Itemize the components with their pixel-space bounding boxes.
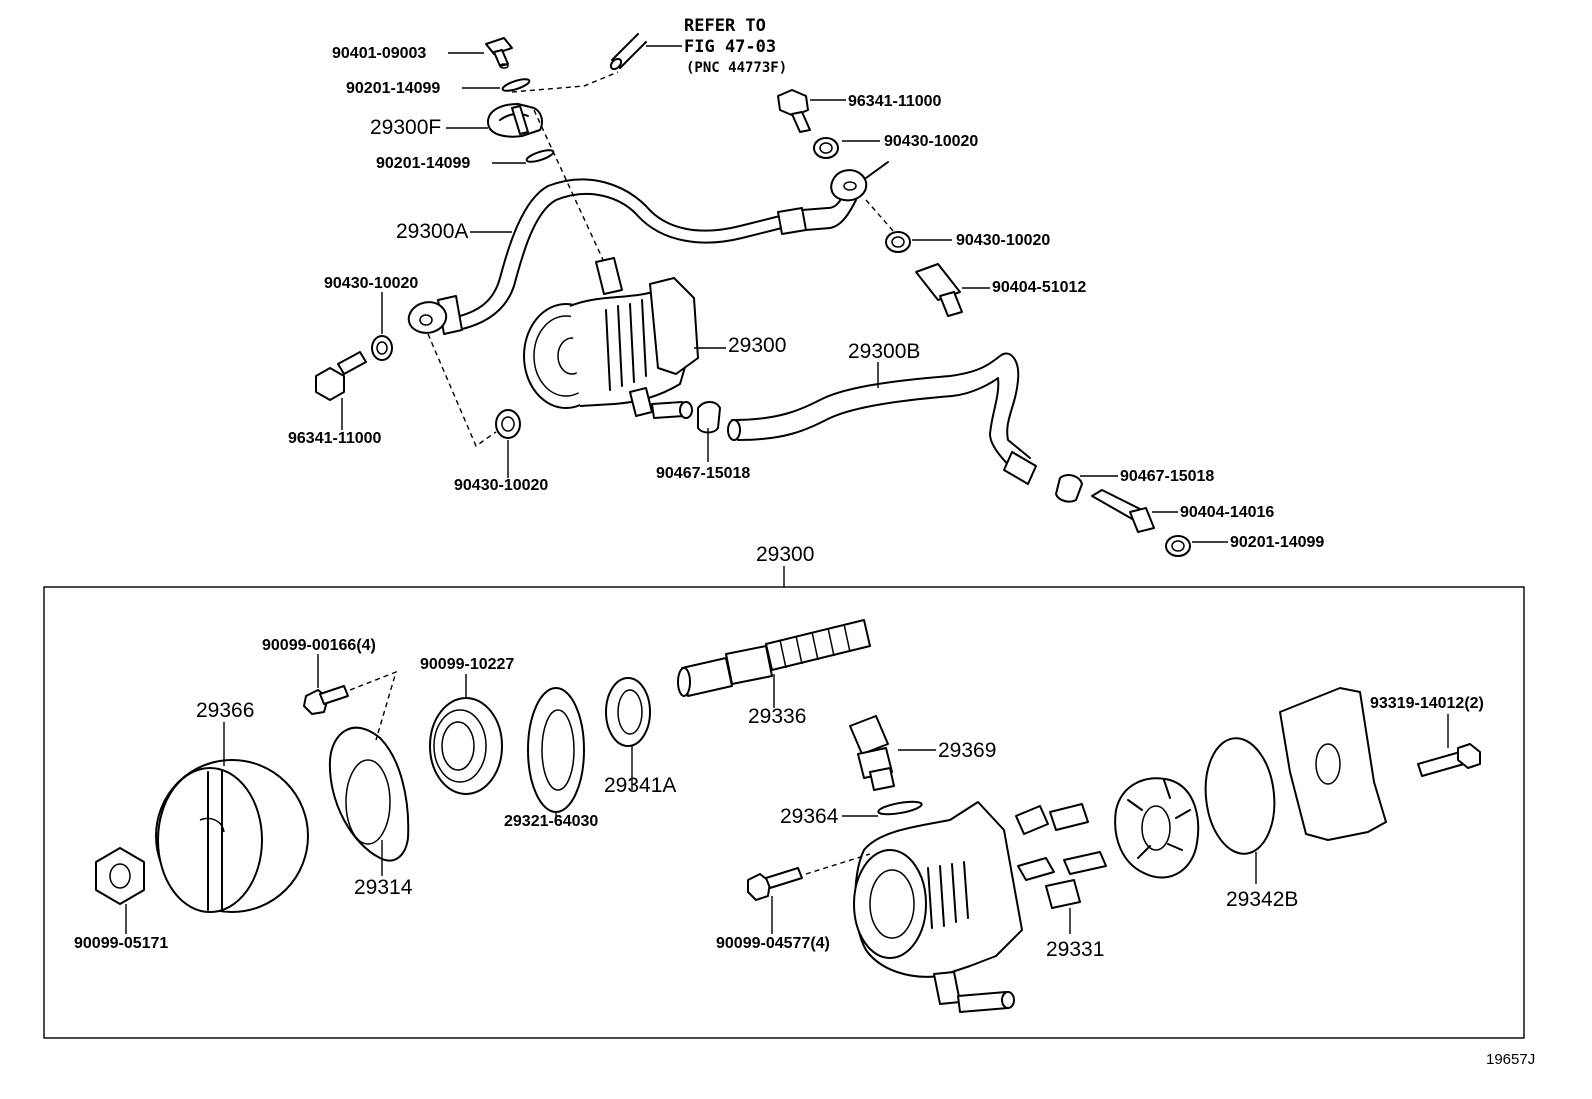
washer-90430-10020-c (813, 137, 839, 159)
label-29321-64030: 29321-64030 (504, 813, 598, 830)
bolt-96341-11000-a (315, 351, 367, 401)
vanes-29331 (1015, 803, 1107, 909)
label-96341-11000-b: 96341-11000 (848, 93, 942, 110)
label-90099-04577: 90099-04577(4) (716, 935, 830, 952)
bolt-96341-11000-b (777, 89, 811, 133)
tube-end (865, 161, 889, 179)
label-29331: 29331 (1046, 938, 1104, 961)
label-96341-11000-a: 96341-11000 (288, 430, 382, 447)
valve-29369 (849, 715, 895, 791)
union-90404-51012 (915, 263, 963, 317)
figure-code: 19657J (1486, 1051, 1535, 1068)
refer-text-2: FIG 47-03 (684, 37, 776, 57)
oring-29342B (1204, 737, 1276, 855)
shaft-29336 (677, 619, 871, 697)
label-29300-box: 29300 (756, 543, 814, 566)
pump-29300 (523, 257, 699, 419)
label-90430-10020-c: 90430-10020 (884, 133, 978, 150)
label-29300F: 29300F (370, 116, 441, 139)
flange-29314 (328, 726, 410, 862)
cam-ring (1114, 777, 1200, 879)
label-29364: 29364 (780, 805, 839, 828)
oring-29364 (877, 800, 923, 816)
seal-29341A (605, 677, 651, 747)
clamp-90467-15018-b (1055, 474, 1083, 503)
gasket-90201-14099-b (525, 149, 555, 163)
pulley-29366 (155, 759, 309, 913)
clamp-90467-15018-a (697, 401, 721, 434)
dash-refer (511, 71, 619, 93)
gasket-90201-14099-a (501, 78, 531, 92)
part-90401-09003 (485, 37, 513, 69)
refer-text-1: REFER TO (684, 16, 766, 36)
label-90404-14016: 90404-14016 (1180, 504, 1274, 521)
screw-90099-00166 (303, 685, 349, 715)
label-29342B: 29342B (1226, 888, 1298, 911)
refer-text-3: (PNC 44773F) (686, 60, 787, 76)
pump-housing (853, 801, 1023, 1013)
label-29341A: 29341A (604, 774, 676, 797)
bearing-90099-10227 (429, 697, 503, 795)
label-90099-10227: 90099-10227 (420, 656, 514, 673)
label-90430-10020-b: 90430-10020 (454, 477, 548, 494)
label-90201-14099-c: 90201-14099 (1230, 534, 1324, 551)
dash-29300F-pump (533, 109, 605, 263)
hose-29300B (727, 352, 1037, 485)
label-29369: 29369 (938, 739, 996, 762)
label-90467-15018-b: 90467-15018 (1120, 468, 1214, 485)
label-29314: 29314 (354, 876, 413, 899)
label-90404-51012: 90404-51012 (992, 279, 1086, 296)
washer-90430-10020-a (371, 335, 393, 361)
label-29336: 29336 (748, 705, 806, 728)
dash-right-fitting (865, 199, 895, 233)
washer-29321-64030 (527, 687, 585, 813)
bolt-90099-04577 (747, 867, 803, 901)
dash-bolt-housing (805, 853, 871, 875)
side-plate (1279, 687, 1387, 841)
eye-fitting-right (830, 169, 868, 202)
hose-29300A (437, 178, 857, 335)
part-29300F (487, 103, 543, 138)
label-29366: 29366 (196, 699, 254, 722)
label-29300A: 29300A (396, 220, 468, 243)
stud-93319-14012 (1417, 743, 1481, 777)
label-29300B: 29300B (848, 340, 920, 363)
washer-90430-10020-d (885, 231, 911, 253)
washer-90430-10020-b (495, 409, 521, 439)
label-90401-09003: 90401-09003 (332, 45, 426, 62)
nut-90099-05171 (95, 847, 145, 905)
subassembly-box (43, 586, 1525, 1039)
label-90099-00166: 90099-00166(4) (262, 637, 376, 654)
label-90467-15018-a: 90467-15018 (656, 465, 750, 482)
eye-fitting-left (407, 301, 448, 334)
label-93319-14012: 93319-14012(2) (1370, 695, 1484, 712)
label-29300: 29300 (728, 334, 786, 357)
dash-screw-flange (349, 670, 398, 741)
label-90099-05171: 90099-05171 (74, 935, 168, 952)
hose-stub-refer (609, 33, 647, 71)
label-90201-14099-b: 90201-14099 (376, 155, 470, 172)
label-90201-14099-a: 90201-14099 (346, 80, 440, 97)
label-90430-10020-a: 90430-10020 (324, 275, 418, 292)
gasket-90201-14099-c (1165, 535, 1191, 557)
union-90404-14016 (1091, 489, 1155, 533)
label-90430-10020-d: 90430-10020 (956, 232, 1050, 249)
dash-left-fitting (427, 333, 497, 448)
